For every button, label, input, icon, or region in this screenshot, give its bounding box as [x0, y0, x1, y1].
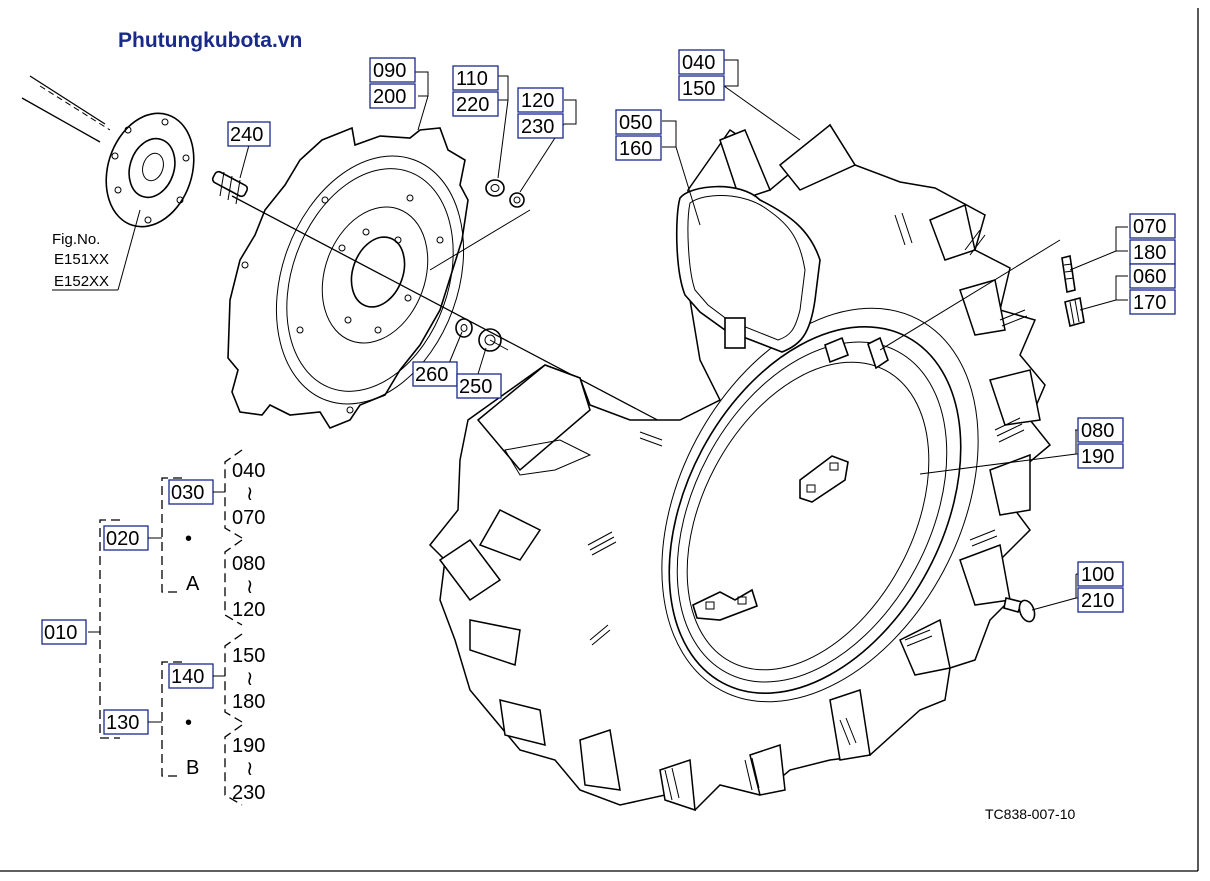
callout-190: 190	[1081, 446, 1114, 468]
tree-dot-a: •	[185, 528, 192, 550]
fig-ref-1: E151XX	[54, 251, 109, 268]
callout-170: 170	[1133, 292, 1166, 314]
washer-120	[509, 192, 525, 208]
rim-clip-bottom	[692, 588, 758, 621]
axle-shaft	[21, 75, 195, 228]
tree-dot-b: •	[185, 712, 192, 734]
figure-code: TC838-007-10	[985, 806, 1075, 822]
tree-130: 130	[106, 712, 139, 734]
leader-disc	[429, 209, 531, 271]
callout-150: 150	[682, 78, 715, 100]
assembly-tree: 010 020 030 040 ≀ 070 • A 080 ≀ 120 130 …	[41, 449, 265, 806]
tree-tilde-2: ≀	[246, 576, 254, 598]
rim-clip-top	[799, 455, 849, 503]
callout-260: 260	[415, 364, 448, 386]
callout-070: 070	[1133, 216, 1166, 238]
callout-080: 080	[1081, 420, 1114, 442]
tree-tilde-4: ≀	[246, 758, 254, 780]
valve-cap	[1064, 297, 1085, 328]
tree-150: 150	[232, 645, 265, 667]
tree-070: 070	[232, 507, 265, 529]
callout-040: 040	[682, 52, 715, 74]
paddy-tire	[428, 123, 1052, 812]
tree-a: A	[186, 573, 200, 595]
fig-ref-2: E152XX	[54, 273, 109, 290]
tree-020: 020	[106, 528, 139, 550]
callout-110: 110	[456, 68, 488, 90]
fig-ref-title: Fig.No.	[52, 231, 100, 248]
tree-tilde-3: ≀	[246, 668, 254, 690]
tree-tilde-1: ≀	[246, 483, 254, 505]
tree-230: 230	[232, 782, 265, 804]
tree-030: 030	[171, 482, 204, 504]
valve-clamp	[824, 336, 889, 370]
washer-260	[455, 318, 473, 338]
figure-reference: Fig.No. E151XX E152XX	[52, 209, 141, 291]
callout-210: 210	[1081, 590, 1114, 612]
callout-220: 220	[456, 94, 489, 116]
callouts: 090 200 110 220 120 230 240 040 150 050 …	[227, 49, 1176, 613]
watermark-logo: Phutungkubota.vn	[118, 29, 303, 52]
tire-valve	[1061, 255, 1076, 293]
tree-040: 040	[232, 460, 265, 482]
callout-100: 100	[1081, 564, 1114, 586]
rim-bolt	[1003, 597, 1036, 623]
tree-b: B	[186, 757, 199, 779]
wheel-disc	[227, 126, 469, 429]
stud-bolt	[211, 170, 249, 205]
inner-tube	[675, 185, 821, 353]
callout-230: 230	[521, 116, 554, 138]
leader-lines	[239, 59, 1128, 611]
tree-root: 010	[44, 622, 77, 644]
callout-180: 180	[1133, 242, 1166, 264]
tree-180: 180	[232, 691, 265, 713]
tree-120: 120	[232, 599, 265, 621]
tree-080: 080	[232, 553, 265, 575]
callout-160: 160	[619, 138, 652, 160]
callout-200: 200	[373, 86, 406, 108]
callout-090: 090	[373, 60, 406, 82]
callout-060: 060	[1133, 266, 1166, 288]
tree-140: 140	[171, 666, 204, 688]
callout-120: 120	[521, 90, 554, 112]
callout-050: 050	[619, 112, 652, 134]
nut-110	[485, 179, 505, 197]
tree-190: 190	[232, 735, 265, 757]
callout-250: 250	[459, 376, 492, 398]
callout-240: 240	[230, 124, 263, 146]
